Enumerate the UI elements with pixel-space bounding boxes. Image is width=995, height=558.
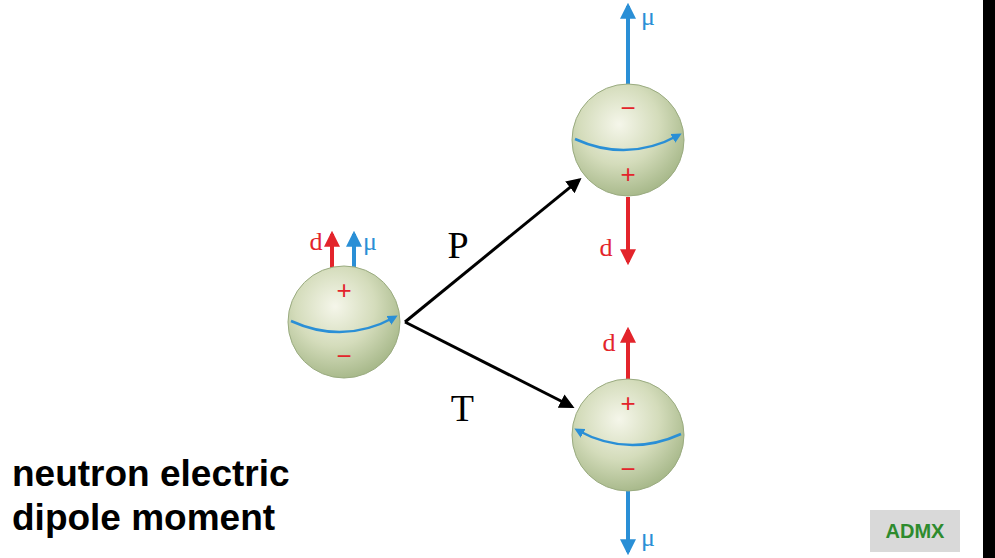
dipole-label: d [310, 229, 323, 255]
magnetic-label: μ [641, 4, 655, 30]
neutron-sphere: +− [287, 265, 401, 379]
dipole-arrow [626, 330, 630, 379]
magnetic-label: μ [641, 525, 655, 551]
charge-sign: + [620, 161, 635, 187]
sphere-body [572, 84, 684, 196]
dipole-arrow [626, 197, 630, 262]
neutron-sphere: −+ [571, 83, 685, 197]
logo-badge: ADMX [870, 510, 961, 552]
magnetic-label: μ [363, 229, 377, 255]
spin-arc [577, 430, 681, 445]
charge-sign: − [336, 343, 351, 369]
dipole-label: d [603, 330, 616, 356]
charge-sign: − [620, 456, 635, 482]
magnetic-arrow [626, 6, 630, 84]
frame-strip [983, 0, 995, 558]
dipole-arrow [330, 234, 334, 268]
magnetic-arrow [626, 491, 630, 552]
dipole-label: d [600, 235, 613, 261]
charge-sign: + [620, 390, 635, 416]
charge-sign: − [620, 95, 635, 121]
charge-sign: + [336, 277, 351, 303]
transform-arrow [405, 180, 579, 322]
sphere-body [288, 266, 400, 378]
logo-text: ADMX [886, 519, 945, 543]
spin-arc [575, 135, 679, 150]
neutron-sphere: +− [571, 378, 685, 492]
spin-arc [291, 317, 395, 332]
transform-arrow [405, 322, 572, 407]
sphere-body [572, 379, 684, 491]
slide-title: neutron electric dipole moment [12, 452, 372, 540]
magnetic-arrow [352, 234, 356, 268]
symmetry-label: T [448, 389, 477, 427]
symmetry-label: P [445, 226, 472, 264]
